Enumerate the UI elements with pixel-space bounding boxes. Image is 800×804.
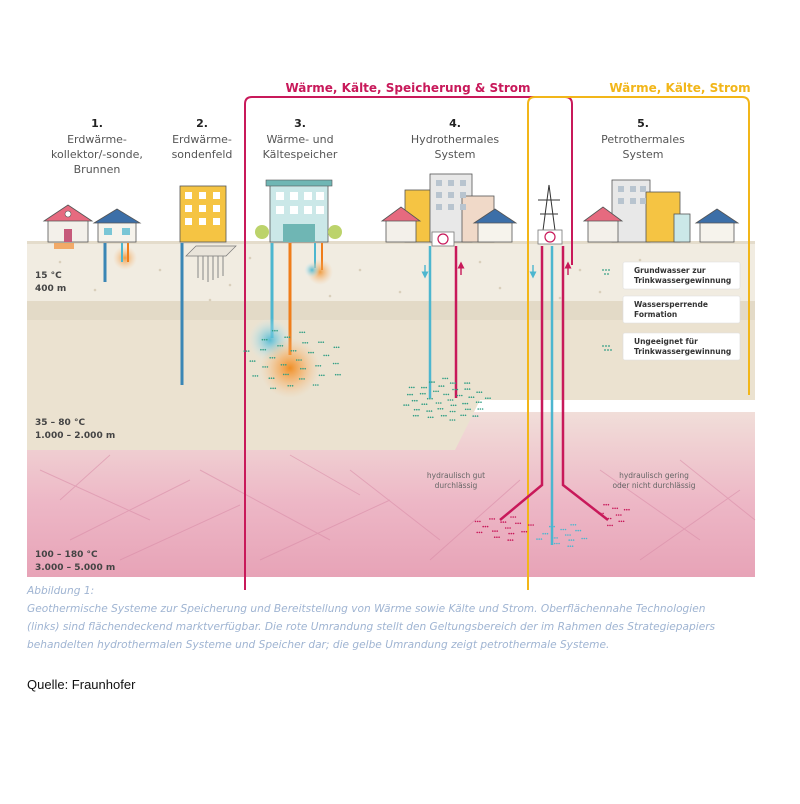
legend-aquitard-line-1: Wassersperrende: [634, 300, 708, 309]
system-4-title: 4. Hydrothermales System: [411, 117, 499, 161]
depth-label-deep-depth: 3.000 – 5.000 m: [35, 563, 115, 573]
system-5-line-1: Petrothermales: [601, 133, 685, 146]
system-2-title: 2. Erdwärme- sondenfeld: [172, 117, 233, 161]
system-1-number: 1.: [91, 117, 103, 130]
system-3-line-1: Wärme- und: [266, 133, 333, 146]
system-4-line-2: System: [434, 148, 475, 161]
annotation-hydro-line-1: hydraulisch gut: [427, 471, 485, 480]
system-3-number: 3.: [294, 117, 306, 130]
depth-label-middle-temp: 35 – 80 °C: [35, 418, 85, 428]
ground-layers: [27, 241, 755, 577]
system-2-number: 2.: [196, 117, 208, 130]
caption-line-3: (links) sind flächendeckend marktverfügb…: [27, 621, 716, 633]
system-5-title: 5. Petrothermales System: [601, 117, 685, 161]
legend: Grundwasser zur Trinkwassergewinnung Was…: [602, 261, 741, 361]
mid-layer: [27, 318, 755, 450]
surface-line: [27, 241, 755, 244]
system-5-number: 5.: [637, 117, 649, 130]
heat-storage-glow: [260, 338, 320, 398]
red-frame: [244, 96, 573, 590]
header-red: Wärme, Kälte, Speicherung & Strom: [285, 81, 530, 95]
system-4-line-1: Hydrothermales: [411, 133, 499, 146]
cold-glow: [304, 262, 320, 278]
system-5-line-2: System: [622, 148, 663, 161]
legend-groundwater-line-2: Trinkwassergewinnung: [634, 276, 731, 285]
depth-label-deep-temp: 100 – 180 °C: [35, 550, 98, 560]
annotation-hydro-line-2: durchlässig: [435, 481, 478, 490]
caption-line-2: Geothermische Systeme zur Speicherung un…: [27, 603, 706, 615]
header-yellow: Wärme, Kälte, Strom: [609, 81, 750, 95]
legend-groundwater-line-1: Grundwasser zur: [634, 266, 706, 275]
system-2-line-2: sondenfeld: [172, 148, 233, 161]
system-1-line-2: kollektor/-sonde,: [51, 148, 143, 161]
soil-speckle: [58, 256, 642, 302]
power-pylon-icon: [537, 184, 563, 245]
hot-pipe: [561, 246, 609, 521]
ground-collector-icon: [54, 243, 74, 249]
town-buildings-icon: [380, 173, 518, 243]
heat-exchanger-icon: [431, 231, 455, 247]
depth-label-shallow-temp: 15 °C: [35, 271, 62, 281]
system-2-line-1: Erdwärme-: [172, 133, 232, 146]
system-3-title: 3. Wärme- und Kältespeicher: [263, 117, 338, 161]
depth-label-shallow: 15 °C 400 m: [35, 271, 66, 294]
hot-pipe: [499, 246, 544, 521]
system-1-line-3: Brunnen: [74, 163, 121, 176]
borehole-field-icon: [185, 245, 237, 282]
heat-glow: [113, 246, 137, 270]
legend-aquitard-line-2: Formation: [634, 310, 677, 319]
aquitard-layer: [27, 300, 755, 320]
house-icon: [92, 208, 142, 243]
system-4-number: 4.: [449, 117, 461, 130]
system-1-title: 1. Erdwärme- kollektor/-sonde, Brunnen: [51, 117, 143, 176]
caption-line-4: behandelten hydrothermalen Systeme und S…: [27, 639, 610, 651]
yellow-frame: [527, 96, 750, 590]
legend-item-aquitard: Wassersperrende Formation: [622, 295, 741, 324]
legend-unsuitable-line-2: Trinkwassergewinnung: [634, 347, 731, 356]
annotation-petro-line-2: oder nicht durchlässig: [612, 481, 695, 490]
office-building-icon: [255, 179, 342, 243]
depth-label-middle: 35 – 80 °C 1.000 – 2.000 m: [35, 418, 115, 441]
town-buildings-icon: [582, 179, 740, 243]
annotation-petro: hydraulisch gering oder nicht durchlässi…: [612, 471, 695, 490]
source-credit: Quelle: Fraunhofer: [27, 677, 136, 692]
figure-caption: Abbildung 1: Geothermische Systeme zur S…: [27, 582, 757, 654]
annotation-hydro: hydraulisch gut durchlässig: [427, 471, 485, 490]
groundwater-dots: [243, 329, 630, 547]
depth-label-middle-depth: 1.000 – 2.000 m: [35, 431, 115, 441]
annotation-petro-line-1: hydraulisch gering: [619, 471, 689, 480]
house-icon: [42, 204, 94, 243]
depth-label-deep: 100 – 180 °C 3.000 – 5.000 m: [35, 550, 115, 573]
depth-label-shallow-depth: 400 m: [35, 284, 66, 294]
legend-item-unsuitable: Ungeeignet für Trinkwassergewinnung: [602, 332, 741, 361]
legend-item-groundwater: Grundwasser zur Trinkwassergewinnung: [602, 261, 741, 290]
fracture-lines: [39, 454, 756, 561]
system-3-line-2: Kältespeicher: [263, 148, 338, 161]
legend-unsuitable-line-1: Ungeeignet für: [634, 337, 698, 346]
apartment-building-icon: [179, 185, 227, 243]
caption-line-1: Abbildung 1:: [27, 585, 95, 597]
system-1-line-1: Erdwärme-: [67, 133, 127, 146]
